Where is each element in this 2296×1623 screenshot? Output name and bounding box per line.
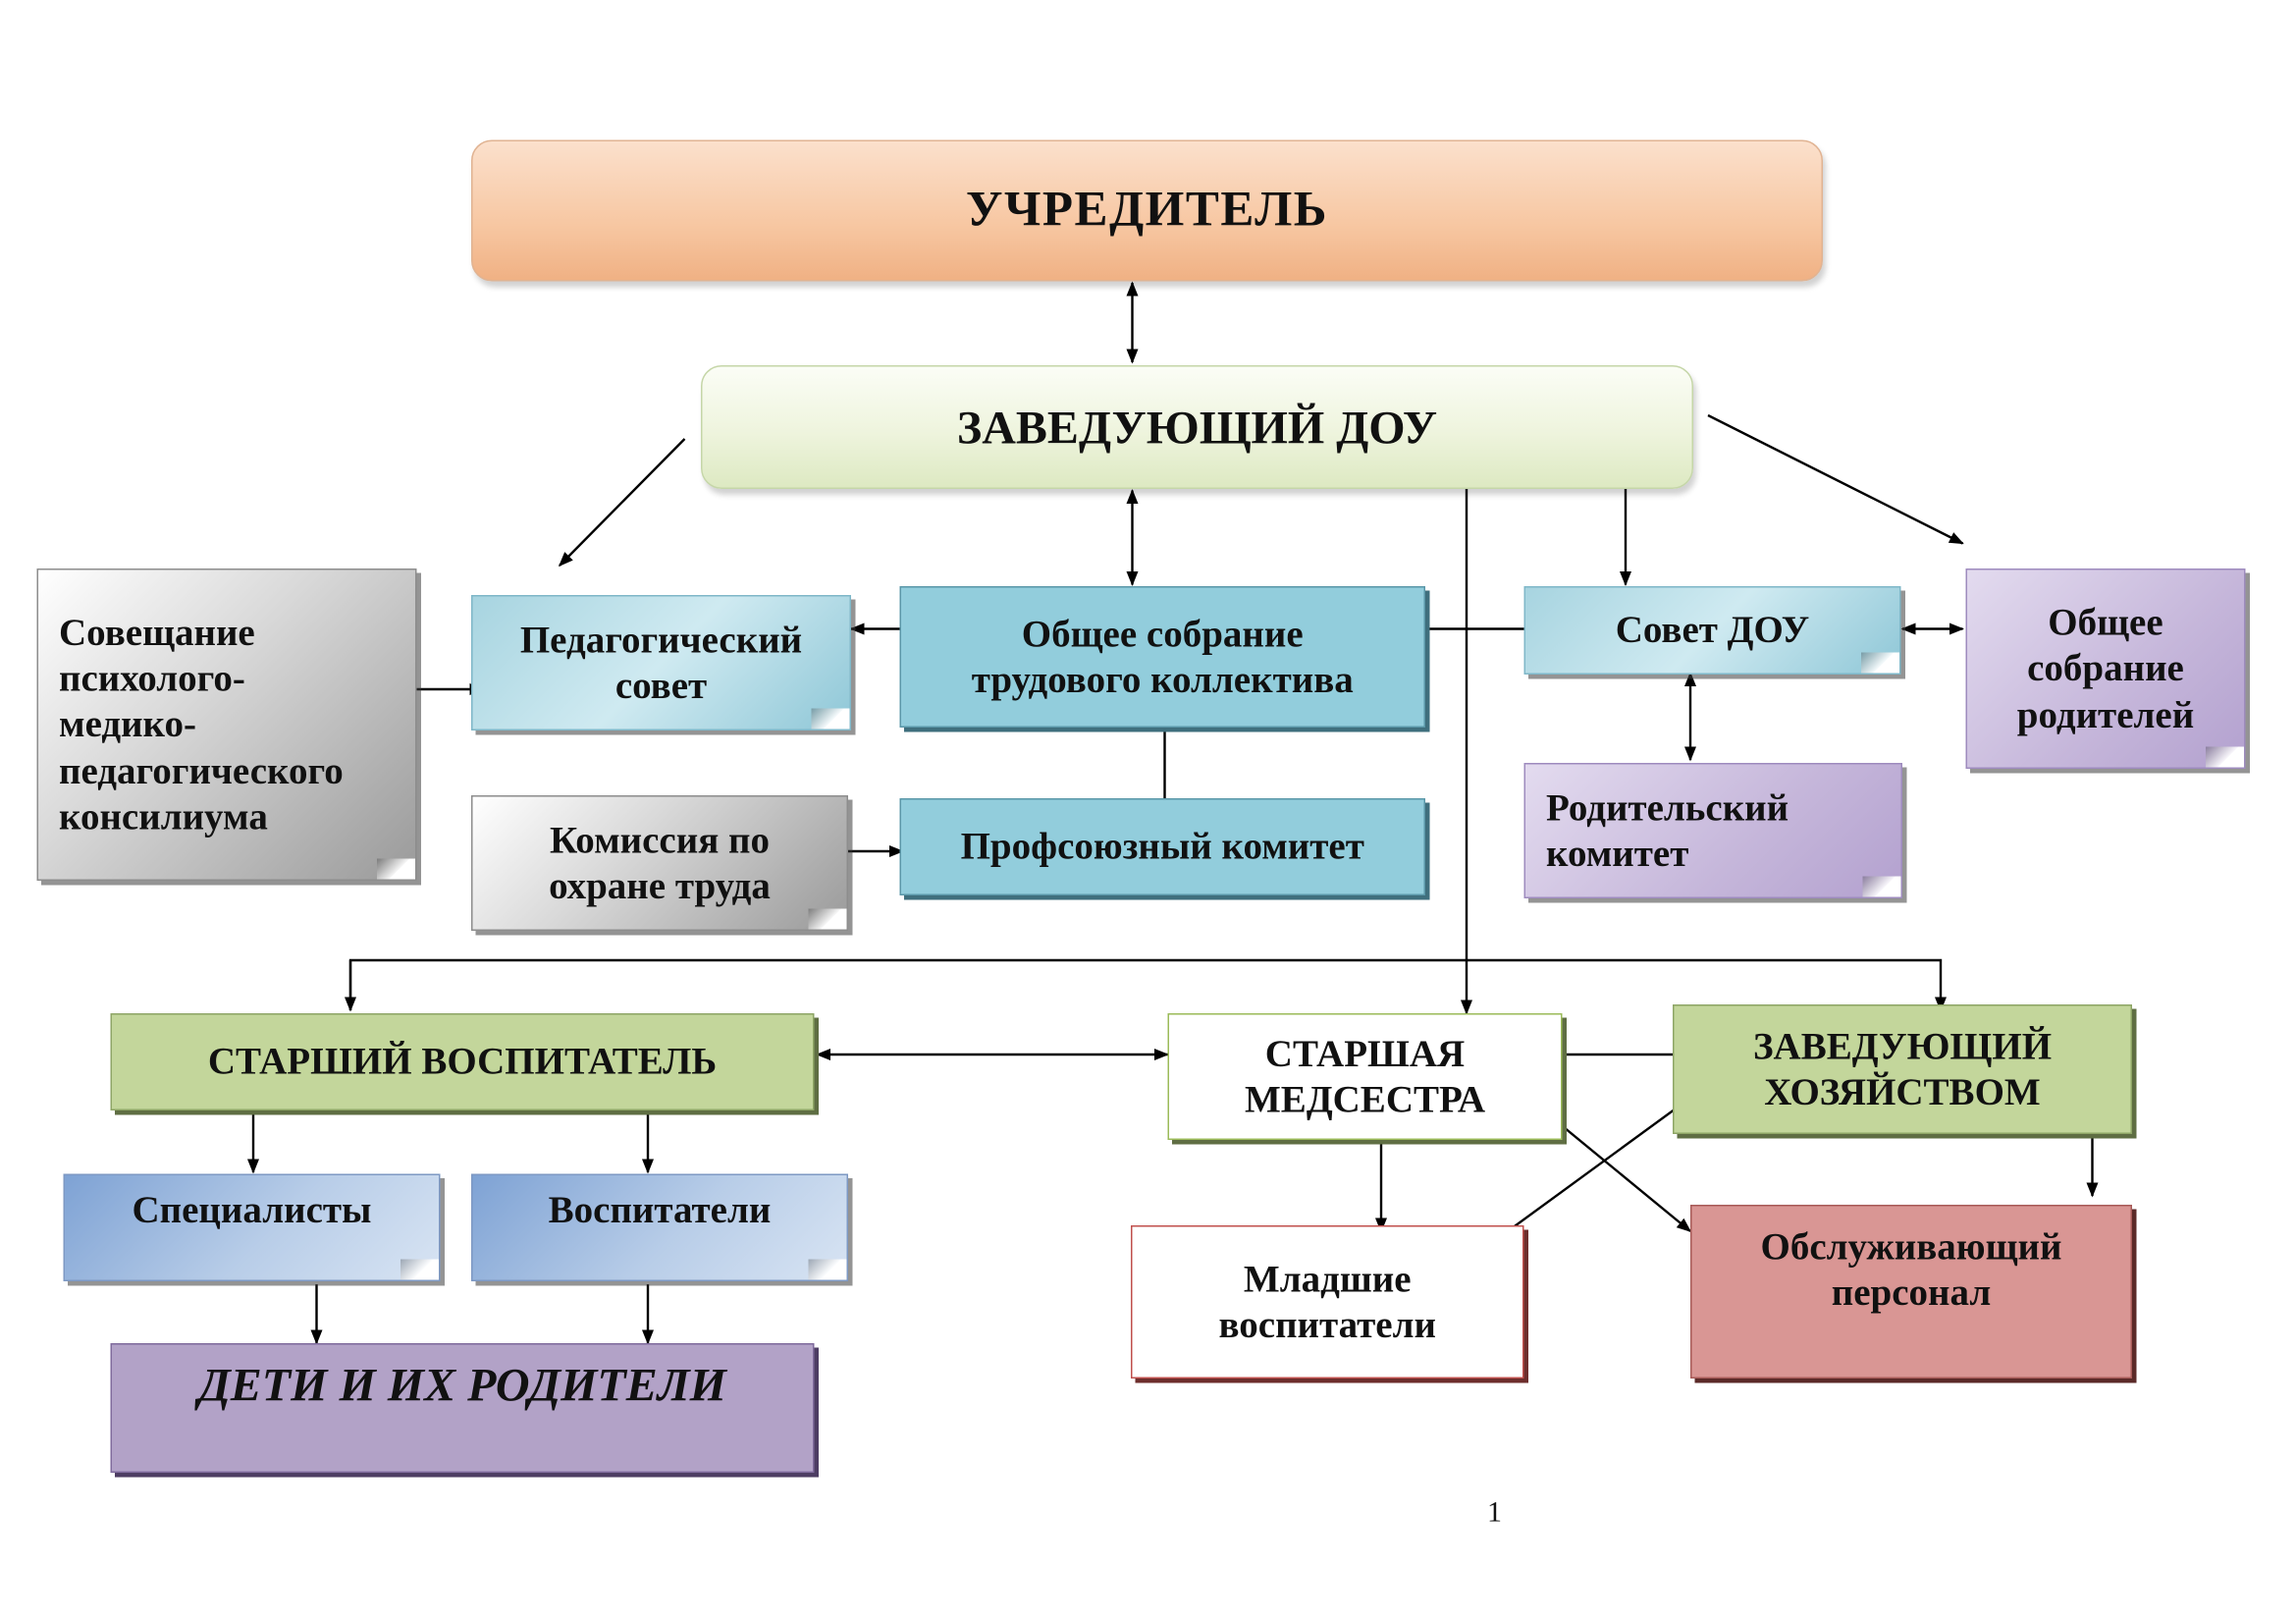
senior-nurse-box: СТАРШАЯ МЕДСЕСТРА xyxy=(1167,1013,1563,1140)
children-and-parents-label: ДЕТИ И ИХ РОДИТЕЛИ xyxy=(197,1358,727,1411)
educators-label: Воспитатели xyxy=(548,1188,772,1232)
senior-nurse-label: СТАРШАЯ МЕДСЕСТРА xyxy=(1244,1032,1486,1121)
children-and-parents-box: ДЕТИ И ИХ РОДИТЕЛИ xyxy=(110,1343,815,1473)
pmpk-meeting-box: Совещание психолого- медико- педагогичес… xyxy=(36,568,417,881)
service-staff-box: Обслуживающий персонал xyxy=(1690,1205,2132,1379)
arrow-zaveduyushchiy-pedsovet xyxy=(558,438,686,568)
supply-manager-label: ЗАВЕДУЮЩИЙ ХОЗЯЙСТВОМ xyxy=(1752,1024,2053,1113)
parents-meeting-box: Общее собрание родителей xyxy=(1965,568,2246,769)
specialists-box: Специалисты xyxy=(63,1173,441,1281)
pedagogical-council-box: Педагогический совет xyxy=(471,595,851,730)
junior-educators-box: Младшие воспитатели xyxy=(1131,1225,1524,1379)
senior-educator-box: СТАРШИЙ ВОСПИТАТЕЛЬ xyxy=(110,1013,815,1110)
educators-box: Воспитатели xyxy=(471,1173,848,1281)
labor-safety-commission-box: Комиссия по охране труда xyxy=(471,795,848,931)
page-number: 1 xyxy=(1487,1496,1502,1529)
specialists-label: Специалисты xyxy=(132,1188,372,1232)
parents-committee-box: Родительский комитет xyxy=(1523,763,1902,898)
supply-manager-box: ЗАВЕДУЮЩИЙ ХОЗЯЙСТВОМ xyxy=(1673,1004,2132,1134)
founder-box: УЧРЕДИТЕЛЬ xyxy=(471,139,1823,282)
dou-council-box: Совет ДОУ xyxy=(1523,586,1901,675)
head-of-dou-box: ЗАВЕДУЮЩИЙ ДОУ xyxy=(701,365,1693,489)
trade-union-committee-label: Профсоюзный комитет xyxy=(960,825,1364,869)
parents-meeting-label: Общее собрание родителей xyxy=(2016,601,2195,736)
founder-label: УЧРЕДИТЕЛЬ xyxy=(966,182,1328,237)
labor-collective-meeting-box: Общее собрание трудового коллектива xyxy=(899,586,1425,728)
line-horizontal-bus xyxy=(348,958,1947,1012)
pedagogical-council-label: Педагогический совет xyxy=(519,618,803,707)
arrow-zaveduyushchiy-roditeli xyxy=(1707,413,1964,545)
trade-union-committee-box: Профсоюзный комитет xyxy=(899,798,1425,895)
junior-educators-label: Младшие воспитатели xyxy=(1218,1257,1436,1346)
senior-educator-label: СТАРШИЙ ВОСПИТАТЕЛЬ xyxy=(207,1040,718,1084)
labor-safety-commission-label: Комиссия по охране труда xyxy=(549,818,771,907)
dou-council-label: Совет ДОУ xyxy=(1615,609,1810,652)
labor-collective-meeting-label: Общее собрание трудового коллектива xyxy=(971,612,1354,701)
pmpk-meeting-label: Совещание психолого- медико- педагогичес… xyxy=(59,611,344,839)
head-of-dou-label: ЗАВЕДУЮЩИЙ ДОУ xyxy=(956,400,1438,454)
service-staff-label: Обслуживающий персонал xyxy=(1760,1225,2062,1315)
parents-committee-label: Родительский комитет xyxy=(1546,785,1789,875)
